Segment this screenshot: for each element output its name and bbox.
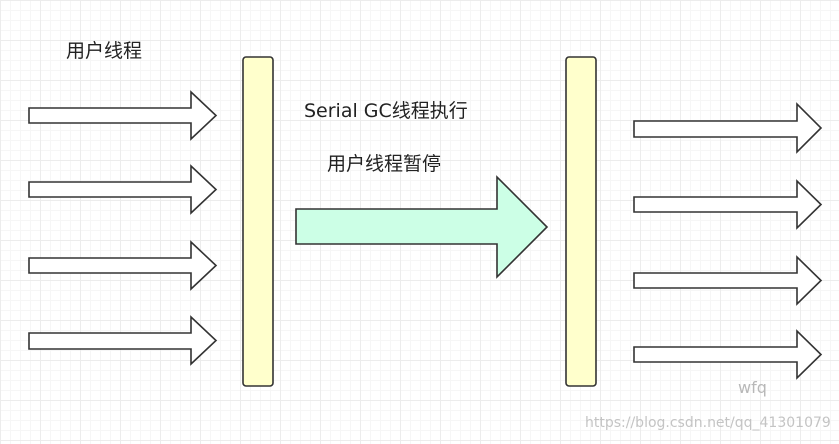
- gc-thread-arrow: [295, 175, 549, 279]
- user-thread-arrow-2: [28, 164, 218, 215]
- safepoint-barrier-right: [565, 56, 597, 387]
- user-thread-arrow-1: [28, 90, 218, 141]
- user-thread-arrow-4: [28, 315, 218, 366]
- url-watermark: https://blog.csdn.net/qq_41301079: [585, 415, 831, 431]
- user-thread-arrow-3: [28, 240, 218, 291]
- user-threads-paused-label: 用户线程暂停: [327, 153, 442, 175]
- safepoint-barrier-left: [242, 56, 274, 387]
- author-watermark: wfq: [738, 378, 767, 397]
- resumed-thread-arrow-3: [633, 255, 823, 306]
- resumed-thread-arrow-1: [633, 102, 823, 154]
- resumed-thread-arrow-2: [633, 179, 823, 230]
- resumed-thread-arrow-4: [633, 329, 823, 380]
- serial-gc-label: Serial GC线程执行: [304, 100, 468, 122]
- user-threads-label: 用户线程: [66, 40, 143, 62]
